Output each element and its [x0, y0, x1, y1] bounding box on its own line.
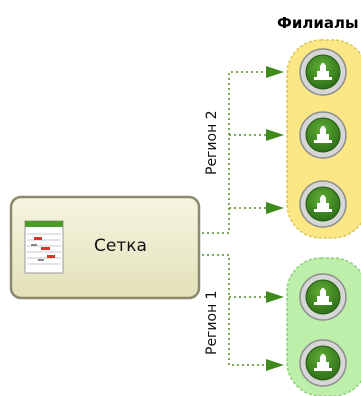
branch-node[interactable] [299, 180, 347, 228]
arrow-icon [266, 129, 284, 141]
grid-node-label: Сетка [94, 236, 147, 256]
grid-node[interactable]: Сетка [9, 195, 201, 300]
region-1-connectors [202, 254, 268, 366]
building-icon [314, 126, 332, 143]
building-icon [314, 288, 332, 305]
arrow-icon [266, 359, 284, 371]
arrow-icon [266, 66, 284, 78]
grid-table-icon [24, 220, 64, 274]
region-1-label: Регион 1 [204, 290, 220, 355]
arrow-icon [266, 291, 284, 303]
connector-line [202, 254, 268, 366]
branch-node[interactable] [299, 111, 347, 159]
building-icon [314, 354, 332, 371]
arrow-icon [266, 202, 284, 214]
arrowheads [266, 66, 284, 371]
region-2-connectors [202, 71, 268, 234]
branch-nodes [299, 48, 347, 387]
building-icon [314, 63, 332, 80]
region-2-label: Регион 2 [204, 110, 220, 175]
branch-node[interactable] [299, 339, 347, 387]
building-icon [314, 195, 332, 212]
branch-node[interactable] [299, 273, 347, 321]
branches-header: Филиалы [277, 14, 359, 32]
branch-node[interactable] [299, 48, 347, 96]
